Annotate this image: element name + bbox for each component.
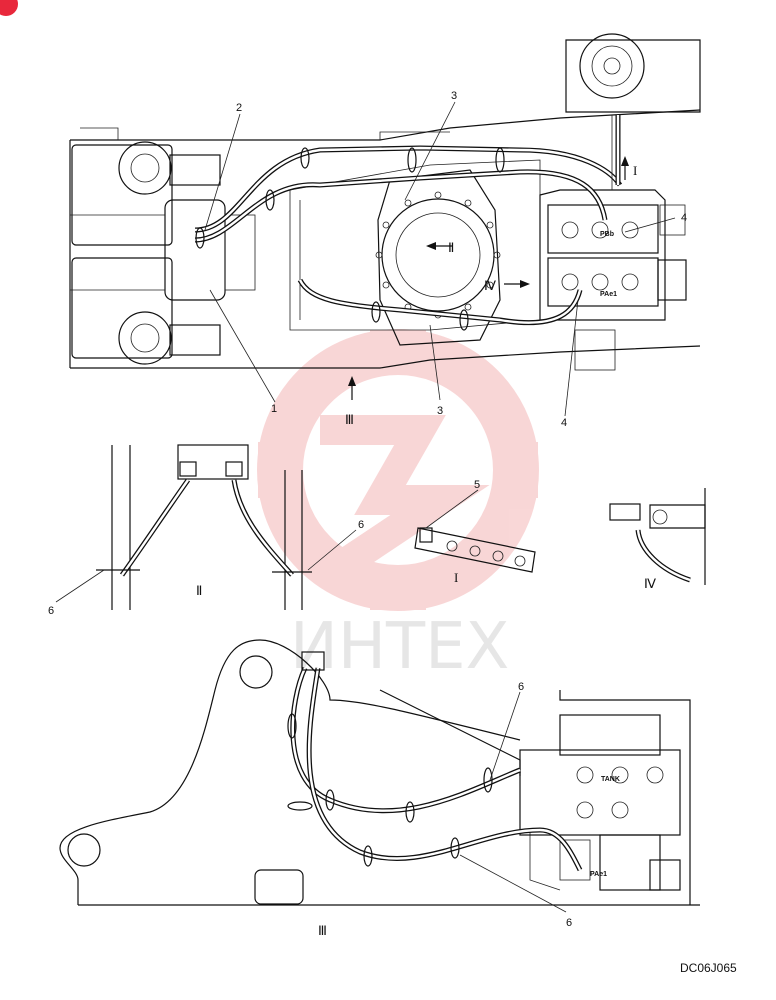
- part-label: 2: [236, 102, 242, 114]
- watermark-logo: [257, 329, 539, 611]
- port-label: PAe1: [600, 291, 617, 298]
- part-label: 4: [561, 417, 567, 429]
- left-cylinders: [70, 141, 256, 365]
- view-marker: I: [633, 163, 637, 178]
- control-valve-side: [519, 714, 681, 891]
- view-title: Ⅲ: [318, 923, 327, 938]
- view-marker: Ⅱ: [448, 240, 454, 255]
- detail-view-iii: [59, 639, 700, 913]
- detail-view-iv: [609, 488, 706, 585]
- part-label: 3: [451, 90, 457, 102]
- view-marker: Ⅲ: [345, 412, 354, 427]
- top-view: [69, 33, 701, 417]
- detail-view-i: [414, 489, 536, 573]
- view-marker: Ⅳ: [484, 278, 496, 293]
- view-arrows: [348, 156, 629, 400]
- part-label: 6: [48, 605, 54, 617]
- view-title: Ⅳ: [644, 576, 656, 591]
- part-label: 3: [437, 405, 443, 417]
- part-label: 4: [681, 212, 687, 224]
- port-label: TANK: [601, 776, 620, 783]
- port-label: PBb: [600, 231, 614, 238]
- watermark-text: ИHTEX: [290, 610, 509, 684]
- control-valve-top: [539, 189, 687, 371]
- view-title: I: [454, 570, 458, 585]
- top-hoses: [194, 115, 623, 331]
- drawing-code: DC06J065: [680, 961, 737, 975]
- top-leaders: [204, 101, 676, 417]
- part-label: 5: [474, 479, 480, 491]
- corner-mark: [0, 0, 18, 16]
- part-label: 6: [518, 681, 524, 693]
- part-label: 6: [566, 917, 572, 929]
- port-label: PAe1: [590, 871, 607, 878]
- part-label: 1: [271, 403, 277, 415]
- part-label: 6: [358, 519, 364, 531]
- detail-view-ii: [55, 444, 357, 610]
- view-title: Ⅱ: [196, 583, 202, 598]
